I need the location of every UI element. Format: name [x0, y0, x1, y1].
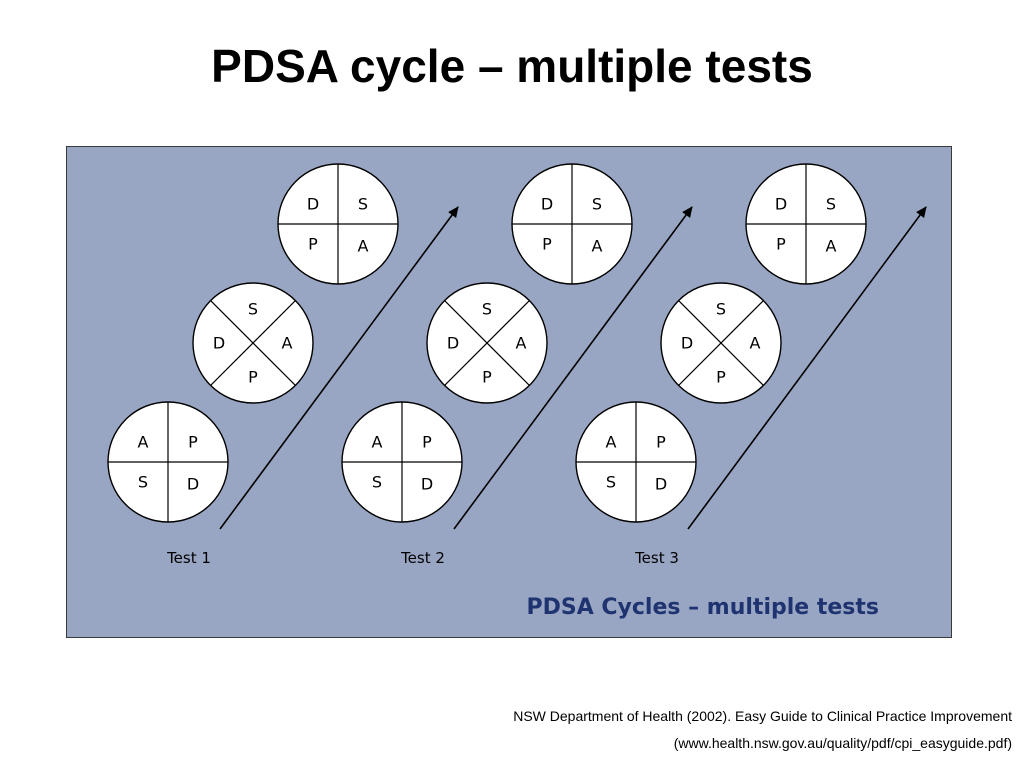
- panel-caption: PDSA Cycles – multiple tests: [526, 595, 879, 620]
- pdsa-cycle-middle: S A P D: [660, 282, 782, 404]
- cycle-letter-left: D: [213, 334, 225, 353]
- pdsa-cycle-middle: S A P D: [426, 282, 548, 404]
- cycle-letter-bottom-right: D: [187, 475, 199, 494]
- cycle-letter-bottom-right: D: [655, 475, 667, 494]
- progress-arrow: [453, 206, 693, 530]
- citation-line-2: (www.health.nsw.gov.au/quality/pdf/cpi_e…: [673, 735, 1012, 751]
- pdsa-cycle-top: D S P A: [277, 163, 399, 285]
- cycle-letter-top-left: D: [541, 195, 553, 214]
- cycle-letter-left: D: [447, 334, 459, 353]
- pdsa-cycle-bottom: A P S D: [107, 401, 229, 523]
- cycle-letter-top-left: A: [372, 433, 383, 452]
- cycle-letter-top-left: D: [775, 195, 787, 214]
- cycle-letter-top-left: A: [606, 433, 617, 452]
- pdsa-cycle-bottom: A P S D: [341, 401, 463, 523]
- cycle-letter-top-left: A: [138, 433, 149, 452]
- cycle-divider: [210, 300, 296, 386]
- cycle-letter-top: S: [248, 300, 258, 319]
- cycle-letter-right: A: [750, 334, 761, 353]
- pdsa-cycle-top: D S P A: [745, 163, 867, 285]
- cycle-letter-bottom-right: A: [358, 237, 369, 256]
- cycle-letter-top: S: [482, 300, 492, 319]
- slide-title: PDSA cycle – multiple tests: [211, 40, 813, 92]
- cycle-letter-top-right: S: [826, 195, 836, 214]
- progress-arrow: [219, 206, 459, 530]
- cycle-letter-top-right: S: [358, 195, 368, 214]
- pdsa-cycle-bottom: A P S D: [575, 401, 697, 523]
- citation-line-1: NSW Department of Health (2002). Easy Gu…: [513, 708, 1012, 724]
- test-label: Test 1: [166, 549, 211, 567]
- cycle-letter-bottom-left: S: [372, 473, 382, 492]
- test-group-1: A P S D S A P D D S P A Test 1: [107, 163, 459, 567]
- cycle-letter-bottom-left: P: [542, 235, 552, 254]
- cycle-letter-bottom-left: P: [776, 235, 786, 254]
- cycle-letter-top-right: P: [656, 433, 666, 452]
- test-label: Test 3: [634, 549, 679, 567]
- cycle-letter-bottom: P: [482, 368, 492, 387]
- cycle-letter-bottom-right: A: [826, 237, 837, 256]
- cycle-letter-bottom-left: S: [138, 473, 148, 492]
- cycle-letter-bottom: P: [716, 368, 726, 387]
- cycle-letter-top-right: P: [188, 433, 198, 452]
- cycle-letter-top-right: S: [592, 195, 602, 214]
- cycle-letter-top: S: [716, 300, 726, 319]
- cycle-letter-top-right: P: [422, 433, 432, 452]
- cycle-letter-bottom-right: A: [592, 237, 603, 256]
- pdsa-cycle-top: D S P A: [511, 163, 633, 285]
- cycle-letter-right: A: [516, 334, 527, 353]
- cycle-divider: [444, 300, 530, 386]
- cycle-letter-top-left: D: [307, 195, 319, 214]
- cycle-letter-right: A: [282, 334, 293, 353]
- test-label: Test 2: [400, 549, 445, 567]
- cycle-letter-left: D: [681, 334, 693, 353]
- cycle-divider: [678, 300, 764, 386]
- cycle-letter-bottom-left: S: [606, 473, 616, 492]
- cycle-letter-bottom-right: D: [421, 475, 433, 494]
- test-group-2: A P S D S A P D D S P A Test 2: [341, 163, 693, 567]
- progress-arrow: [687, 206, 927, 530]
- test-group-3: A P S D S A P D D S P A Test 3: [575, 163, 927, 567]
- cycle-letter-bottom: P: [248, 368, 258, 387]
- pdsa-cycle-middle: S A P D: [192, 282, 314, 404]
- cycle-letter-bottom-left: P: [308, 235, 318, 254]
